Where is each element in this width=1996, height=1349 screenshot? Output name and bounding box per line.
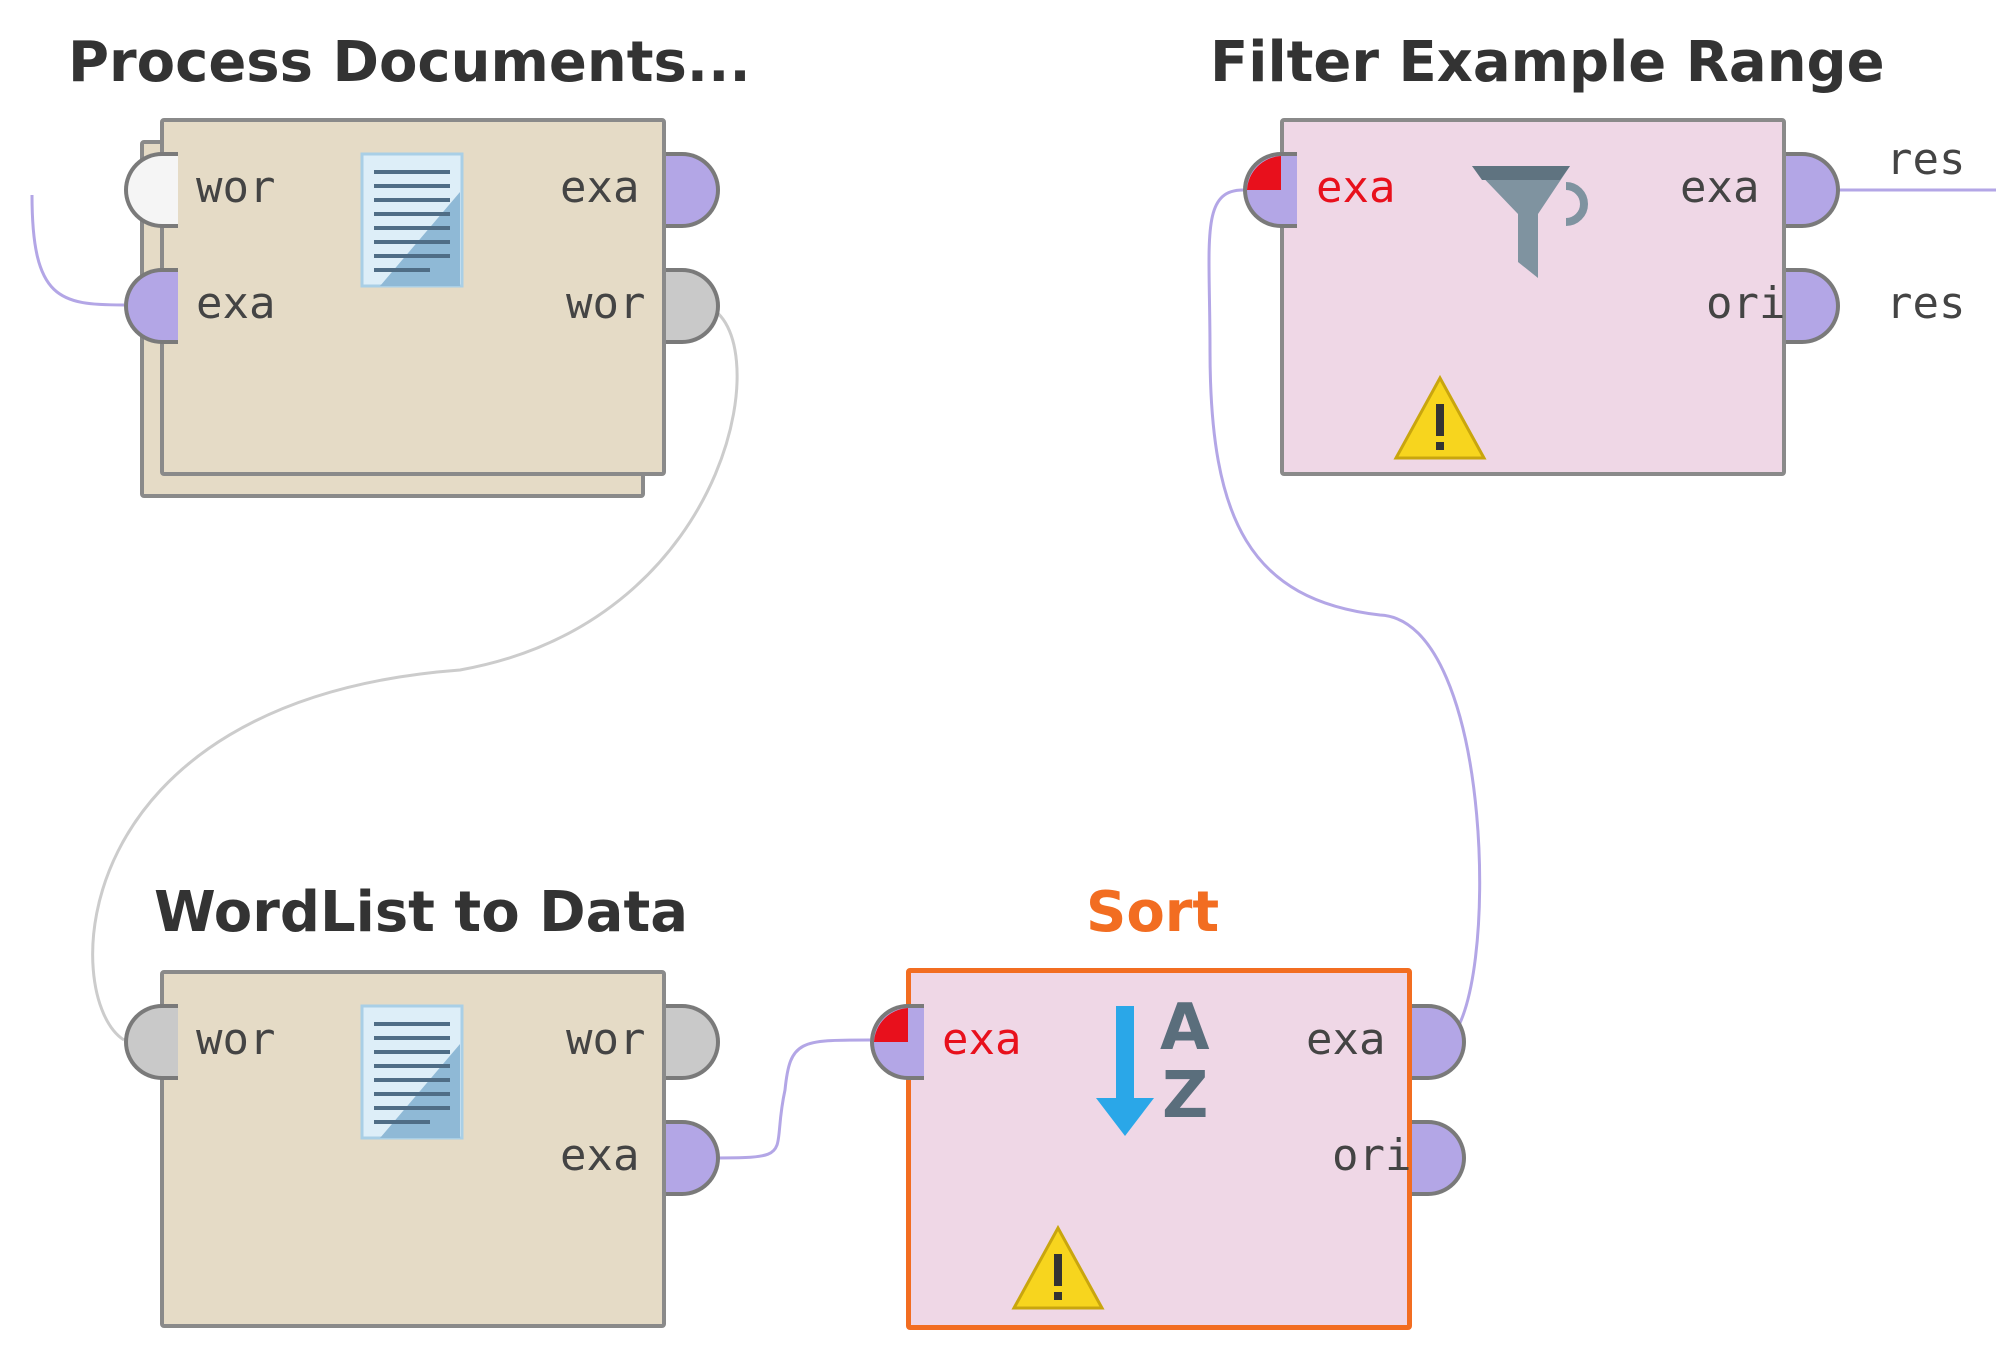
filter-example-range-out-label-exa: exa — [1680, 162, 1760, 213]
filter-example-range-in-label-exa: exa — [1316, 162, 1396, 213]
process-documents-in-label-exa: exa — [196, 278, 276, 329]
process-documents-in-port-exa[interactable] — [124, 268, 178, 344]
sort-az-icon: A Z — [1090, 996, 1220, 1142]
document-icon — [360, 1004, 464, 1140]
port-error-marker — [874, 1008, 908, 1042]
process-documents-out-label-exa: exa — [560, 162, 640, 213]
result-port-label-2: res — [1886, 278, 1966, 329]
document-icon — [360, 152, 464, 288]
wire-wordlist-exa-to-sort-exa[interactable] — [701, 1038, 871, 1160]
process-documents-in-port-wor[interactable] — [124, 152, 178, 228]
process-documents-out-label-wor: wor — [566, 278, 646, 329]
warning-icon — [1011, 1224, 1105, 1310]
operator-title-sort: Sort — [1086, 880, 1220, 945]
warning-icon — [1393, 374, 1487, 460]
wire-sort-exa-to-filter-exa[interactable] — [1207, 188, 1482, 1042]
process-documents-in-label-wor: wor — [196, 162, 276, 213]
result-port-label-1: res — [1886, 134, 1966, 185]
wordlist-to-data-out-label-wor: wor — [566, 1014, 646, 1065]
sort-out-label-ori: ori — [1332, 1130, 1412, 1181]
sort-icon-letter-z: Z — [1162, 1059, 1209, 1133]
wire-process-wor-to-wordlist-wor[interactable] — [91, 303, 739, 1042]
sort-out-label-exa: exa — [1306, 1014, 1386, 1065]
sort-icon-letter-a: A — [1160, 991, 1210, 1065]
operator-sort[interactable] — [906, 968, 1412, 1330]
wordlist-to-data-in-label-wor: wor — [196, 1014, 276, 1065]
wordlist-to-data-out-label-exa: exa — [560, 1130, 640, 1181]
wire-input-to-process-exa[interactable] — [30, 194, 125, 307]
funnel-icon — [1472, 166, 1588, 278]
operator-title-filter-example-range: Filter Example Range — [1210, 30, 1885, 95]
port-error-marker — [1247, 156, 1281, 190]
wordlist-to-data-in-port-wor[interactable] — [124, 1004, 178, 1080]
operator-title-wordlist-to-data: WordList to Data — [154, 880, 688, 945]
sort-in-label-exa: exa — [942, 1014, 1022, 1065]
filter-example-range-out-label-ori: ori — [1706, 278, 1786, 329]
operator-title-process-documents: Process Documents... — [68, 30, 751, 95]
sort-arrow-down-icon — [1096, 1006, 1154, 1136]
